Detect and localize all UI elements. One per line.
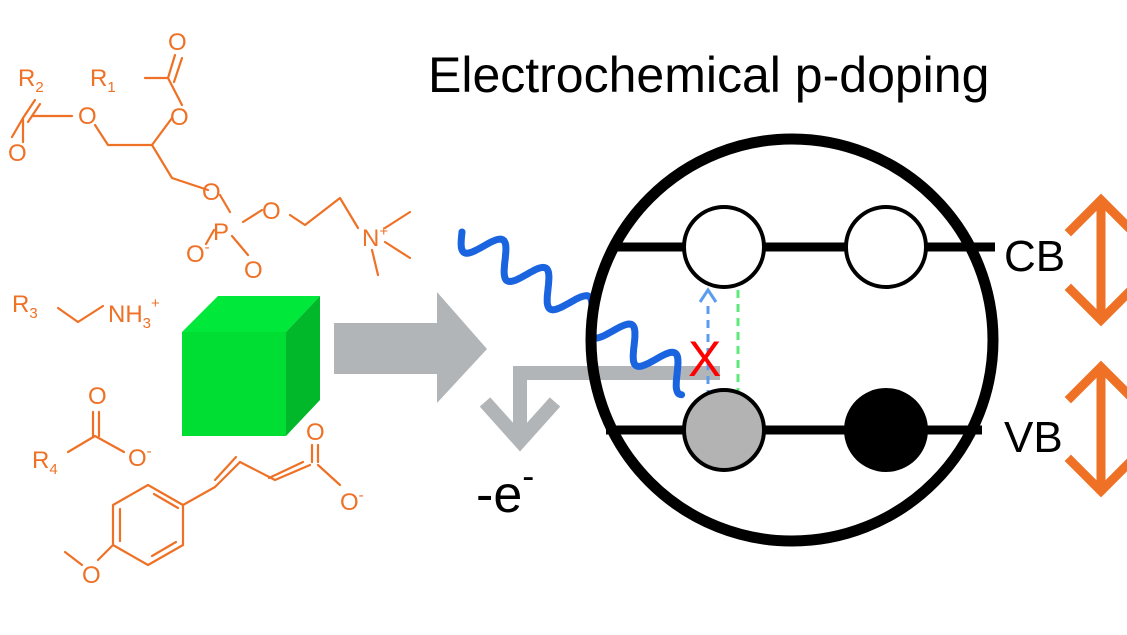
cb-state-empty-1	[682, 205, 766, 289]
svg-text:R2: R2	[18, 65, 44, 96]
svg-text:O: O	[306, 419, 325, 446]
svg-text:O: O	[202, 179, 221, 206]
vb-hole-state	[682, 388, 766, 472]
vb-label: VB	[1004, 413, 1063, 462]
svg-text:O: O	[170, 104, 189, 131]
svg-text:O: O	[168, 29, 187, 56]
cb-state-empty-2	[844, 205, 928, 289]
ligand-cinnamate: O O- O	[63, 419, 364, 589]
nanocrystal-outline	[585, 133, 999, 547]
ligand-carboxylate: O R4 O-	[32, 383, 152, 478]
svg-text:O: O	[88, 383, 107, 410]
photon-wave-icon	[457, 228, 686, 399]
electron-removal-label: -e-	[476, 455, 534, 524]
svg-text:O: O	[244, 257, 263, 284]
svg-text:R4: R4	[32, 447, 58, 478]
svg-text:R3: R3	[12, 291, 38, 322]
ligand-phospholipid: R2 R1 O O O O O O O P O- N+	[8, 29, 412, 284]
svg-text:O: O	[78, 103, 97, 130]
vb-filled-state	[844, 388, 928, 472]
band-diagram: X	[585, 133, 999, 547]
vb-double-arrow-icon	[1064, 360, 1127, 498]
electron-removal-arrow-icon	[479, 366, 720, 452]
cb-double-arrow-icon	[1064, 193, 1127, 327]
svg-text:O-: O-	[186, 239, 210, 268]
svg-text:O-: O-	[340, 487, 364, 516]
svg-text:O: O	[8, 140, 27, 167]
svg-text:O-: O-	[128, 443, 152, 472]
svg-text:O: O	[262, 198, 281, 225]
svg-text:N+: N+	[362, 223, 388, 252]
diagram-title: Electrochemical p-doping	[428, 47, 989, 103]
svg-text:NH3+: NH3+	[108, 295, 160, 332]
cb-label: CB	[1004, 232, 1065, 281]
svg-text:O: O	[82, 562, 101, 589]
process-arrow-icon	[334, 292, 487, 403]
forbidden-x-mark: X	[688, 331, 721, 387]
ligand-amine: R3 NH3+	[12, 291, 160, 332]
svg-text:P: P	[213, 219, 229, 246]
svg-text:R1: R1	[90, 65, 116, 96]
nanocrystal-cube-icon	[182, 296, 320, 436]
